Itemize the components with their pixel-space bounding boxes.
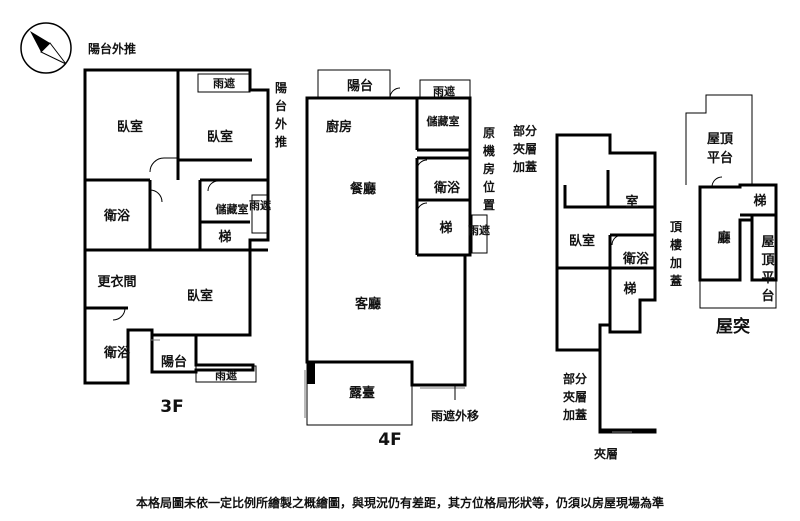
svg-text:夾層: 夾層 — [563, 389, 587, 404]
f4-balcony-extend-note: 陽 台 外 推 — [275, 81, 287, 149]
f3-bedroom-3: 臥室 — [187, 288, 213, 304]
roof-floor-label: 屋突 — [716, 316, 750, 337]
f3-balcony-extend-note: 陽台外推 — [88, 41, 136, 56]
svg-text:外: 外 — [275, 116, 287, 131]
f3-canopy-side: 雨遮 — [249, 198, 271, 212]
f3-canopy-top: 雨遮 — [213, 76, 235, 90]
svg-text:加蓋: 加蓋 — [562, 407, 587, 422]
floor-3f — [83, 68, 270, 385]
mz-partial-note-bottom: 部分 夾層 加蓋 — [562, 371, 587, 422]
mz-partial-note-top: 部分 夾層 加蓋 — [512, 123, 537, 174]
svg-text:屋頂: 屋頂 — [707, 132, 734, 147]
mz-bedroom: 臥室 — [569, 233, 595, 249]
f4-floor-label: 4F — [378, 430, 401, 450]
f4-dining: 餐廳 — [349, 181, 376, 197]
floor-roof — [685, 94, 778, 309]
svg-text:蓋: 蓋 — [670, 273, 682, 288]
f3-closet: 更衣間 — [97, 274, 136, 290]
roof-platform-right: 屋 頂 平 台 — [761, 235, 775, 304]
roof-platform-top: 屋頂 平台 — [707, 132, 734, 166]
svg-text:位: 位 — [483, 179, 495, 194]
f3-stairs: 梯 — [218, 229, 231, 245]
svg-text:加: 加 — [669, 255, 682, 270]
f4-machine-room-note: 原 機 房 位 置 — [483, 126, 495, 212]
f3-bath-1: 衛浴 — [103, 208, 131, 224]
f4-living: 客廳 — [355, 296, 381, 312]
f3-balcony: 陽台 — [161, 354, 187, 370]
floor-mezzanine — [555, 133, 657, 434]
mz-bath: 衛浴 — [622, 251, 650, 267]
svg-text:推: 推 — [275, 134, 287, 149]
f4-canopy-top: 雨遮 — [433, 84, 455, 98]
mz-stairs: 梯 — [623, 281, 636, 297]
roof-hall: 廳 — [717, 230, 730, 246]
f4-kitchen: 廚房 — [326, 119, 352, 135]
svg-text:台: 台 — [275, 98, 287, 113]
f4-stairs: 梯 — [439, 220, 452, 236]
svg-text:房: 房 — [483, 161, 495, 176]
disclaimer-footer: 本格局圖未依一定比例所繪製之概繪圖，與現況仍有差距，其方位格局形狀等，仍須以房屋… — [135, 496, 664, 510]
f3-storage: 儲藏室 — [215, 202, 249, 216]
f4-storage: 儲藏室 — [426, 114, 460, 128]
svg-text:頂: 頂 — [670, 220, 683, 234]
svg-text:台: 台 — [761, 288, 774, 304]
f4-bath: 衛浴 — [433, 180, 461, 196]
f4-canopy-side: 雨遮 — [468, 223, 490, 237]
svg-text:部分: 部分 — [513, 123, 537, 138]
f4-balcony: 陽台 — [347, 78, 373, 94]
mz-floor-label: 夾層 — [594, 446, 618, 461]
roof-addition-note: 頂 樓 加 蓋 — [669, 220, 683, 288]
svg-text:陽: 陽 — [275, 81, 287, 95]
svg-text:頂: 頂 — [761, 253, 775, 268]
f3-bedroom-2: 臥室 — [207, 129, 233, 145]
f3-bath-2: 衛浴 — [103, 345, 131, 361]
compass-icon — [20, 22, 72, 74]
svg-text:樓: 樓 — [670, 237, 682, 252]
svg-text:夾層: 夾層 — [513, 141, 537, 156]
svg-text:屋: 屋 — [761, 235, 774, 250]
f3-floor-label: 3F — [160, 397, 183, 417]
f3-canopy-bottom: 雨遮 — [215, 368, 237, 382]
svg-text:平台: 平台 — [707, 150, 733, 166]
svg-text:原: 原 — [483, 126, 495, 140]
svg-text:加蓋: 加蓋 — [512, 159, 537, 174]
svg-text:置: 置 — [483, 198, 495, 212]
f4-terrace: 露臺 — [349, 385, 375, 401]
mz-room: 室 — [625, 194, 638, 210]
roof-stairs: 梯 — [753, 193, 766, 209]
floor-4f — [304, 69, 488, 426]
f4-canopy-move: 雨遮外移 — [431, 408, 479, 423]
svg-text:平: 平 — [761, 271, 774, 286]
svg-text:部分: 部分 — [563, 371, 587, 386]
f3-bedroom-1: 臥室 — [117, 119, 143, 135]
svg-text:機: 機 — [483, 143, 495, 158]
